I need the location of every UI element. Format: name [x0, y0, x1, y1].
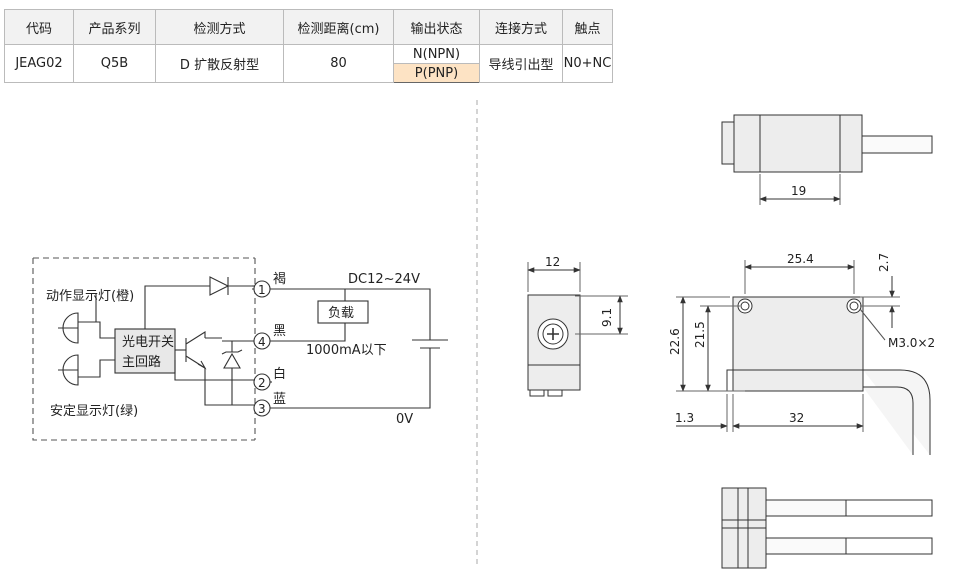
pin-4-color: 黑	[273, 324, 286, 339]
power-supply-icon	[412, 339, 448, 349]
current-label: 1000mA以下	[306, 343, 387, 358]
cell-contact: N0+NC	[562, 44, 613, 83]
led-action-label: 动作显示灯(橙)	[46, 289, 134, 304]
zero-volt-label: 0V	[396, 412, 413, 427]
top-view	[721, 114, 933, 205]
front-view	[676, 260, 931, 455]
header-series: 产品系列	[73, 9, 156, 45]
wiring-text: 动作显示灯(橙) 安定显示灯(绿) 光电开关 主回路 DC12~24V 负载 1…	[46, 272, 420, 427]
dim-hole-offset: 2.7	[877, 253, 891, 272]
pin-1-color: 褐	[273, 272, 286, 287]
cell-output-npn: N(NPN)	[393, 44, 480, 64]
side-view	[527, 262, 628, 397]
dim-top-width: 19	[791, 184, 806, 198]
zener-icon	[221, 341, 243, 405]
dimension-text: 19 12 9.1 25.4 2.7 22.6 21.5 1.3 32 M3.0…	[545, 184, 935, 425]
main-circuit-box	[114, 328, 176, 374]
bottom-view	[721, 487, 933, 569]
mount-hole-right-icon	[846, 298, 862, 314]
pin-1-num: 1	[258, 283, 266, 297]
table-row: JEAG02 Q5B D 扩散反射型 80 N(NPN) 导线引出型 N0+NC	[4, 44, 613, 83]
supply-label: DC12~24V	[348, 272, 420, 287]
mount-hole-left-icon	[737, 298, 753, 314]
switch-label-line-2: 主回路	[122, 354, 161, 370]
header-contact: 触点	[562, 9, 613, 45]
led-stable-label: 安定显示灯(绿)	[50, 404, 138, 419]
header-distance: 检测距离(cm)	[283, 9, 394, 45]
pin-3-color: 蓝	[273, 392, 286, 407]
cell-method: D 扩散反射型	[155, 44, 284, 83]
header-code: 代码	[4, 9, 74, 45]
dim-body-length: 32	[789, 411, 804, 425]
dim-height-hole: 21.5	[693, 321, 707, 348]
header-output: 输出状态	[393, 9, 480, 45]
header-method: 检测方式	[155, 9, 284, 45]
table-header-row: 代码 产品系列 检测方式 检测距离(cm) 输出状态 连接方式 触点	[4, 9, 613, 45]
dim-screw: M3.0×2	[888, 336, 935, 350]
diode-icon	[195, 276, 252, 296]
cell-series: Q5B	[73, 44, 156, 83]
cable-bend	[863, 369, 931, 455]
wire-black	[270, 323, 346, 342]
load-label: 负载	[328, 306, 354, 321]
pin-2-num: 2	[258, 376, 266, 390]
wiring-diagram	[32, 258, 448, 441]
cell-connection: 导线引出型	[479, 44, 563, 83]
switch-label-line-1: 光电开关	[122, 335, 174, 350]
dim-hole-spacing: 25.4	[787, 252, 814, 266]
wire-blue	[270, 356, 431, 409]
pin-3-num: 3	[258, 402, 266, 416]
cell-output-pnp: P(PNP)	[393, 63, 480, 83]
load-box	[317, 300, 369, 324]
led-wires	[78, 321, 115, 378]
dim-height-total: 22.6	[668, 328, 682, 355]
pin-2-color: 白	[273, 366, 286, 382]
spec-table: 代码 产品系列 检测方式 检测距离(cm) 输出状态 连接方式 触点 JEAG0…	[4, 9, 613, 83]
pin-4-num: 4	[258, 335, 266, 349]
dim-flange: 1.3	[675, 411, 694, 425]
cell-distance: 80	[283, 44, 394, 83]
dim-lens-offset: 9.1	[600, 308, 614, 327]
dim-side-width: 12	[545, 255, 560, 269]
wire-brown	[270, 288, 431, 330]
table-row: P(PNP)	[5, 63, 613, 83]
